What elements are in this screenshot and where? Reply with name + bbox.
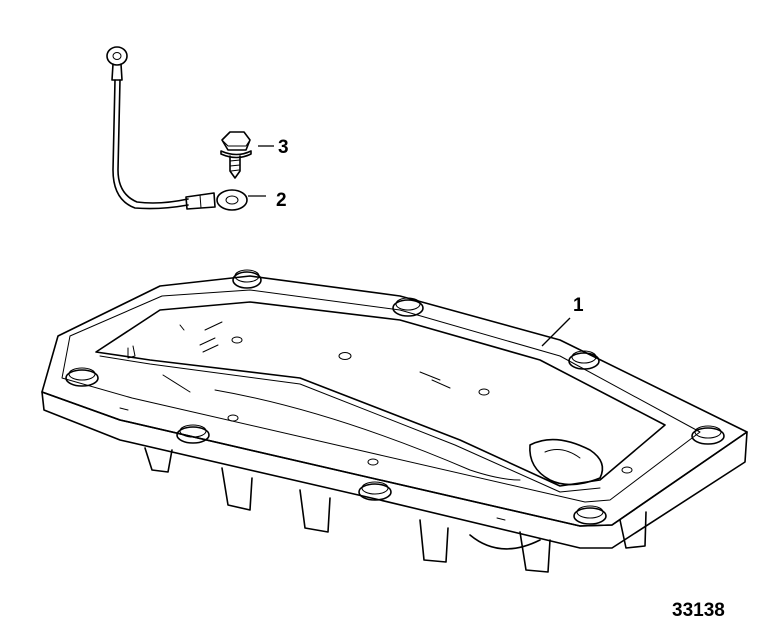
callout-2: 2: [276, 190, 287, 211]
plate-boss: [568, 350, 600, 370]
plate-boss: [176, 424, 210, 444]
plate-boss: [573, 505, 607, 525]
plate-boss: [232, 269, 262, 289]
callout-leader-1: [541, 317, 571, 347]
screw-icon: [220, 131, 252, 179]
figure-number: 33138: [672, 600, 725, 621]
ground-strap-icon: [106, 46, 248, 211]
plate-boss: [65, 367, 99, 387]
anodic-plate-icon: [41, 269, 748, 573]
plate-boss: [392, 297, 424, 317]
callout-1: 1: [573, 295, 584, 316]
plate-boss: [358, 481, 392, 501]
callout-3: 3: [278, 137, 289, 158]
plate-boss: [691, 425, 725, 445]
